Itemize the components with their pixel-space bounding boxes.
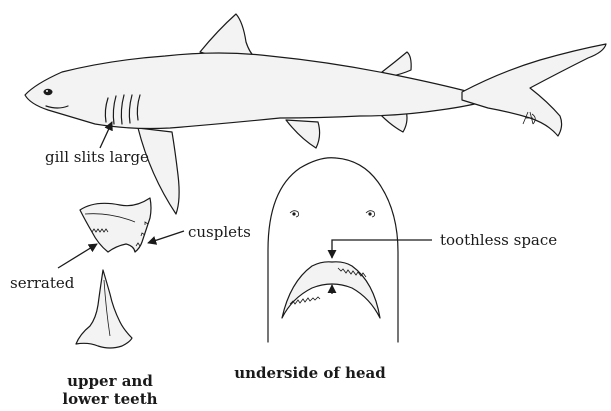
pelvic-fin — [286, 120, 320, 148]
teeth-caption-line1: upper and — [67, 372, 153, 390]
gill-slits-label: gill slits large — [45, 148, 149, 166]
serrated-label: serrated — [10, 274, 75, 292]
cusplets-label: cusplets — [188, 223, 251, 241]
teeth-caption-line2: lower teeth — [62, 390, 157, 408]
head-caption: underside of head — [234, 364, 386, 382]
underside-of-head — [268, 158, 398, 342]
cusplets-arrow — [148, 231, 184, 243]
nostril-right — [366, 211, 375, 217]
shark-side-view — [25, 14, 606, 214]
first-dorsal-fin — [200, 14, 256, 58]
nostril-left — [290, 211, 299, 217]
shark-eye — [44, 89, 53, 95]
lower-tooth — [76, 270, 132, 348]
serrated-arrow — [58, 244, 97, 268]
mouth-outline — [282, 262, 380, 318]
upper-tooth — [80, 198, 151, 252]
second-dorsal-fin — [382, 52, 411, 76]
shark-body — [25, 53, 490, 129]
toothless-space-leader — [332, 240, 432, 258]
toothless-space-label: toothless space — [440, 231, 557, 249]
